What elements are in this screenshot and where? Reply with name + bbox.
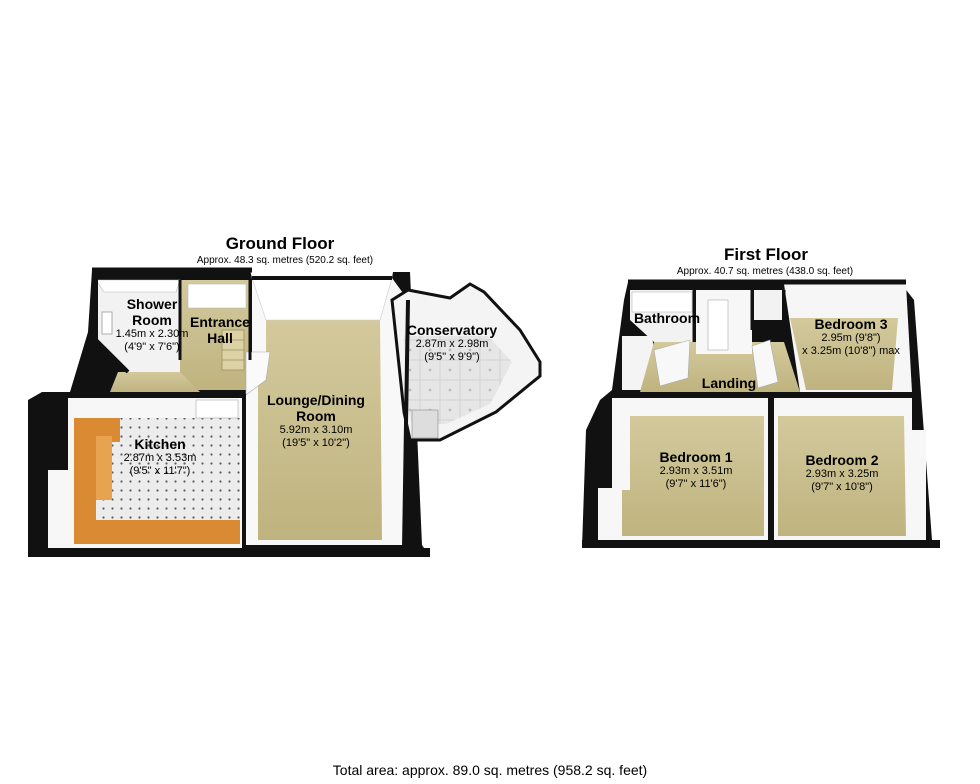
first-floor-title: First Floor xyxy=(723,245,809,264)
bedroom2-name: Bedroom 2 xyxy=(805,452,879,468)
conservatory-label: Conservatory 2.87m x 2.98m (9'5" x 9'9") xyxy=(392,322,512,363)
shower-room-label: Shower Room 1.45m x 2.30m (4'9" x 7'6") xyxy=(108,296,196,353)
bedroom3-name: Bedroom 3 xyxy=(814,316,888,332)
ground-floor-area: Approx. 48.3 sq. metres (520.2 sq. feet) xyxy=(196,255,374,266)
shower-room-dim-imperial: (4'9" x 7'6") xyxy=(124,340,180,353)
bedroom3-dim-2: x 3.25m (10'8") max xyxy=(802,344,900,357)
entrance-hall-name-2: Hall xyxy=(207,330,233,347)
bedroom3-dim-1: 2.95m (9'8") xyxy=(821,332,881,345)
lounge-label: Lounge/Dining Room 5.92m x 3.10m (19'5" … xyxy=(256,392,376,449)
bedroom2-floor xyxy=(778,416,906,536)
bedroom3-floor xyxy=(790,318,898,390)
bathroom-name: Bathroom xyxy=(633,310,701,326)
bedroom2-dim-imperial: (9'7" x 10'8") xyxy=(811,480,873,493)
stairs xyxy=(221,329,245,371)
bedroom1-name: Bedroom 1 xyxy=(659,449,733,465)
shower-room-name-2: Room xyxy=(132,312,172,329)
lounge-dim-imperial: (19'5" x 10'2") xyxy=(282,436,350,449)
bedroom1-dim-imperial: (9'7" x 11'6") xyxy=(665,477,727,490)
landing-name: Landing xyxy=(701,375,757,391)
kitchen-dim-imperial: (9'5" x 11'7") xyxy=(129,464,191,477)
landing-label: Landing xyxy=(686,375,772,391)
bedroom1-floor xyxy=(622,416,764,536)
kitchen-label: Kitchen 2.87m x 3.53m (9'5" x 11'7") xyxy=(100,436,220,477)
lounge-dim-metric: 5.92m x 3.10m xyxy=(279,424,353,437)
conservatory-floor xyxy=(404,336,512,424)
entrance-hall-label: Entrance Hall xyxy=(180,314,260,346)
ground-floor-plan xyxy=(28,267,542,557)
shower-room-floor xyxy=(96,280,180,372)
kitchen-name: Kitchen xyxy=(134,436,186,452)
first-floor-plan xyxy=(582,279,940,548)
entrance-hall-name-1: Entrance xyxy=(190,314,250,330)
conservatory-dim-metric: 2.87m x 2.98m xyxy=(415,338,489,351)
ground-floor-title: Ground Floor xyxy=(225,234,335,253)
bedroom1-dim-metric: 2.93m x 3.51m xyxy=(659,465,733,478)
shower-room-name-1: Shower xyxy=(126,296,178,312)
bedroom2-dim-metric: 2.93m x 3.25m xyxy=(805,468,879,481)
kitchen-worktop xyxy=(74,418,240,544)
bedroom3-label: Bedroom 3 2.95m (9'8") x 3.25m (10'8") m… xyxy=(786,316,916,357)
lounge-name-2: Room xyxy=(296,408,336,425)
kitchen-dim-metric: 2.87m x 3.53m xyxy=(123,452,197,465)
shower-room-dim-metric: 1.45m x 2.30m xyxy=(115,328,189,341)
conservatory-dim-imperial: (9'5" x 9'9") xyxy=(424,350,480,363)
bedroom2-label: Bedroom 2 2.93m x 3.25m (9'7" x 10'8") xyxy=(786,452,898,493)
bathroom-label: Bathroom xyxy=(622,310,712,326)
lounge-floor xyxy=(258,320,382,540)
total-area: Total area: approx. 89.0 sq. metres (958… xyxy=(332,762,648,778)
first-floor-area: Approx. 40.7 sq. metres (438.0 sq. feet) xyxy=(676,266,854,277)
lounge-name-1: Lounge/Dining xyxy=(267,392,365,408)
conservatory-name: Conservatory xyxy=(406,322,498,338)
bedroom1-label: Bedroom 1 2.93m x 3.51m (9'7" x 11'6") xyxy=(640,449,752,490)
